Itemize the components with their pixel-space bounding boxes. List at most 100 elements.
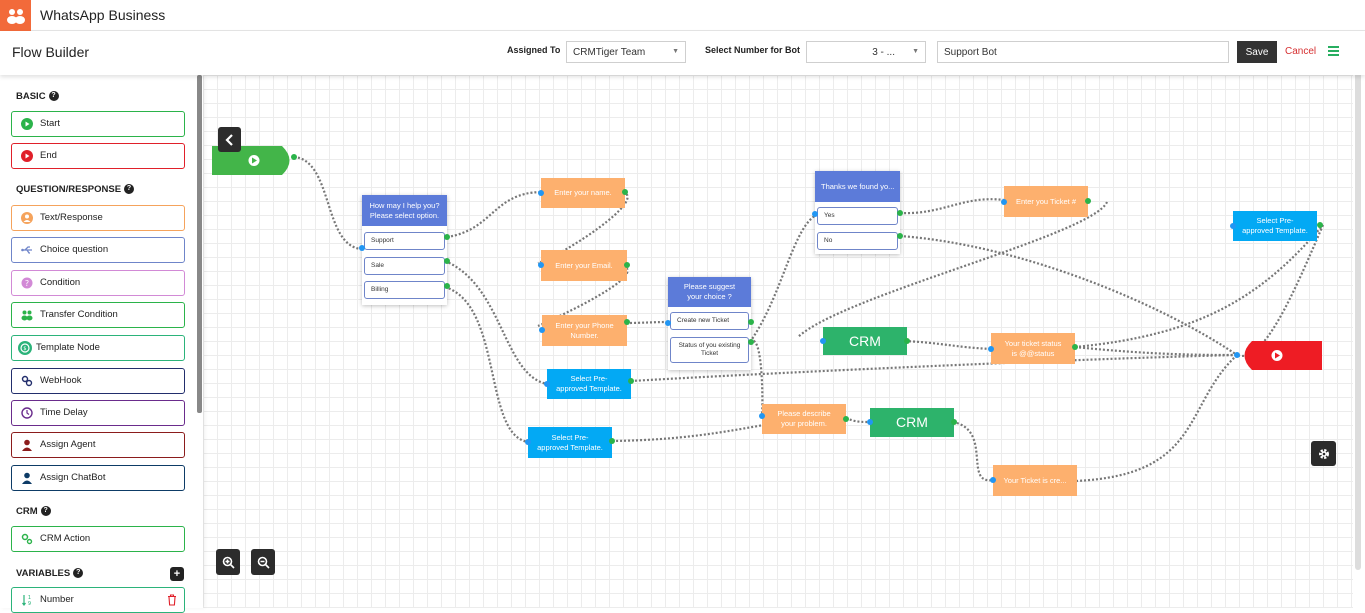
crm-action-node-b[interactable]: CRM <box>870 408 954 437</box>
canvas-settings-button[interactable] <box>1311 441 1336 466</box>
chatbot-icon <box>22 472 32 484</box>
output-port[interactable] <box>444 283 450 289</box>
input-port[interactable] <box>538 262 544 268</box>
flow-canvas[interactable]: How may I help you? Please select option… <box>203 75 1353 608</box>
start-output-port[interactable] <box>291 154 297 160</box>
template-node-a[interactable]: Select Pre-approved Template. <box>547 369 631 399</box>
input-port[interactable] <box>544 381 550 387</box>
input-port[interactable] <box>812 211 818 217</box>
output-port[interactable] <box>1317 222 1323 228</box>
output-port[interactable] <box>843 416 849 422</box>
bot-name-input[interactable] <box>937 41 1229 63</box>
input-port[interactable] <box>359 245 365 251</box>
tool-start[interactable]: Start <box>11 111 185 137</box>
cancel-button[interactable]: Cancel <box>1285 46 1317 57</box>
trash-icon[interactable] <box>167 594 177 606</box>
question-response-section-title: QUESTION/RESPONSE? <box>16 184 135 195</box>
choice-question-node-2[interactable]: Please suggest your choice ? Create new … <box>668 277 751 370</box>
tool-end[interactable]: End <box>11 143 185 169</box>
tool-crm-action[interactable]: CRM Action <box>11 526 185 552</box>
collapse-sidebar-button[interactable] <box>218 127 241 152</box>
tool-assign-agent[interactable]: Assign Agent <box>11 432 185 458</box>
add-variable-button[interactable]: + <box>170 567 184 581</box>
input-port[interactable] <box>1001 199 1007 205</box>
input-port[interactable] <box>525 439 531 445</box>
canvas-scrollbar[interactable] <box>1355 45 1361 570</box>
chevron-left-icon <box>224 133 233 146</box>
crm-action-node-a[interactable]: CRM <box>823 327 907 355</box>
tool-label: Choice question <box>40 244 109 255</box>
zoom-out-button[interactable] <box>251 549 275 575</box>
choice-option-billing[interactable]: Billing <box>364 281 445 299</box>
input-port[interactable] <box>665 320 671 326</box>
choice-option-support[interactable]: Support <box>364 232 445 250</box>
help-icon[interactable]: ? <box>124 184 135 195</box>
output-port[interactable] <box>624 319 630 325</box>
input-port[interactable] <box>539 327 545 333</box>
output-port[interactable] <box>1072 344 1078 350</box>
tool-time-delay[interactable]: Time Delay <box>11 400 185 426</box>
output-port[interactable] <box>897 233 903 239</box>
tool-text-response[interactable]: Text/Response <box>11 205 185 231</box>
svg-text:$: $ <box>23 346 26 352</box>
text-node-ticket-status[interactable]: Your ticket status is @@status <box>991 333 1075 364</box>
input-port[interactable] <box>988 346 994 352</box>
choice-option-sale[interactable]: Sale <box>364 257 445 275</box>
text-node-email[interactable]: Enter your Email. <box>541 250 627 281</box>
help-icon[interactable]: ? <box>73 568 84 579</box>
input-port[interactable] <box>1230 223 1236 229</box>
input-port[interactable] <box>538 190 544 196</box>
output-port[interactable] <box>609 438 615 444</box>
output-port[interactable] <box>628 378 634 384</box>
choice-option-yes[interactable]: Yes <box>817 207 898 225</box>
template-node-b[interactable]: Select Pre-approved Template. <box>528 427 612 458</box>
end-node[interactable] <box>1237 341 1322 370</box>
assigned-to-select[interactable]: CRMTiger Team ▼ <box>566 41 686 63</box>
chevron-down-icon: ▼ <box>672 48 679 55</box>
choice-question-node-3[interactable]: Thanks we found yo... Yes No <box>815 171 900 254</box>
choice-option-ticket-status[interactable]: Status of you existing Ticket <box>670 337 749 363</box>
output-port[interactable] <box>748 339 754 345</box>
output-port[interactable] <box>622 189 628 195</box>
tool-label: WebHook <box>40 375 82 386</box>
choice-option-new-ticket[interactable]: Create new Ticket <box>670 312 749 330</box>
output-port[interactable] <box>904 338 910 344</box>
variables-section-title: VARIABLES? <box>16 568 84 579</box>
tool-choice-question[interactable]: Choice question <box>11 237 185 263</box>
play-circle-icon <box>21 118 33 130</box>
sidebar-scrollbar[interactable] <box>197 75 202 413</box>
zoom-in-button[interactable] <box>216 549 240 575</box>
output-port[interactable] <box>897 210 903 216</box>
choice-question-node[interactable]: How may I help you? Please select option… <box>362 195 447 305</box>
bot-number-select[interactable]: 3 - ... ▼ <box>806 41 926 63</box>
output-port[interactable] <box>624 262 630 268</box>
input-port[interactable] <box>867 419 873 425</box>
text-node-phone[interactable]: Enter your Phone Number. <box>542 315 627 346</box>
tool-condition[interactable]: ? Condition <box>11 270 185 296</box>
input-port[interactable] <box>820 338 826 344</box>
hamburger-menu-icon[interactable] <box>1328 46 1339 56</box>
text-node-describe[interactable]: Please describe your problem. <box>762 404 846 434</box>
output-port[interactable] <box>444 234 450 240</box>
help-icon[interactable]: ? <box>40 506 51 517</box>
save-button[interactable]: Save <box>1237 41 1277 63</box>
output-port[interactable] <box>1085 198 1091 204</box>
end-input-port[interactable] <box>1234 352 1240 358</box>
text-node-ticket-number[interactable]: Enter you Ticket # <box>1004 186 1088 217</box>
tool-webhook[interactable]: WebHook <box>11 368 185 394</box>
input-port[interactable] <box>759 413 765 419</box>
tool-transfer-condition[interactable]: Transfer Condition <box>11 302 185 328</box>
input-port[interactable] <box>990 477 996 483</box>
start-node[interactable] <box>212 146 297 175</box>
output-port[interactable] <box>748 319 754 325</box>
help-icon[interactable]: ? <box>48 91 59 102</box>
output-port[interactable] <box>444 258 450 264</box>
template-node-c[interactable]: Select Pre-approved Template. <box>1233 211 1317 241</box>
choice-option-no[interactable]: No <box>817 232 898 250</box>
tool-assign-chatbot[interactable]: Assign ChatBot <box>11 465 185 491</box>
text-node-name[interactable]: Enter your name. <box>541 178 625 208</box>
text-node-ticket-created[interactable]: Your Ticket is cre... <box>993 465 1077 496</box>
output-port[interactable] <box>951 419 957 425</box>
tool-template-node[interactable]: $ Template Node <box>11 335 185 361</box>
